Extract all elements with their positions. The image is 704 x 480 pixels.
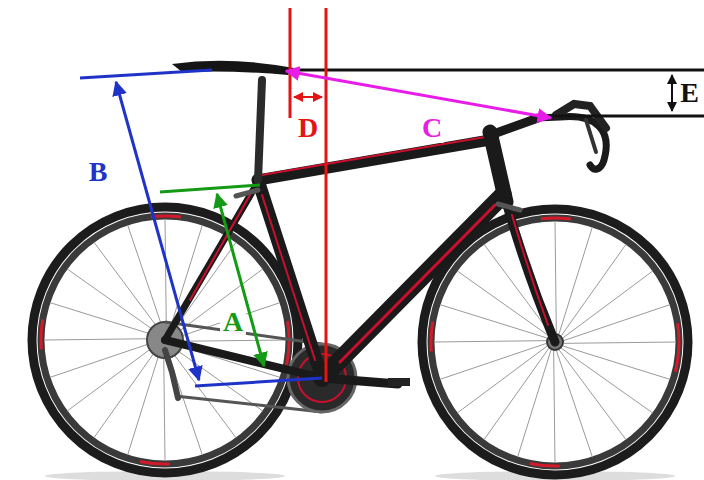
dimension-label: B — [86, 157, 111, 187]
dimension-label-holder: E — [677, 78, 702, 108]
dimension-label: C — [419, 113, 445, 143]
bike-frame — [165, 80, 555, 378]
dimension-label: A — [220, 307, 246, 337]
fit-measurements — [80, 8, 704, 386]
dimension-label-holder: A — [220, 307, 246, 337]
dimension-label-holder: D — [295, 113, 321, 143]
dimension-label: D — [295, 113, 321, 143]
dimension-label-holder: C — [419, 113, 445, 143]
dimension-label: E — [677, 78, 702, 108]
dimension-label-holder: B — [86, 157, 111, 187]
